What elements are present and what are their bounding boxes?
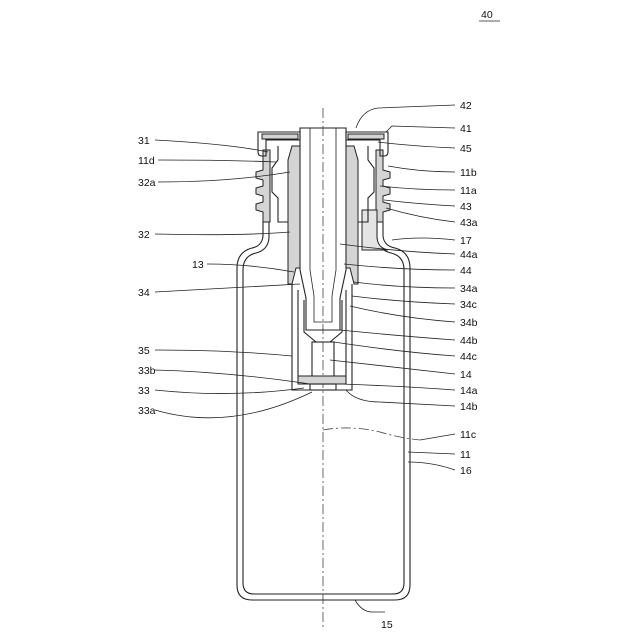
label-11b: 11b (460, 167, 477, 179)
label-43: 43 (460, 201, 472, 213)
label-44: 44 (460, 265, 472, 277)
label-34a: 34a (460, 283, 478, 295)
shoulder-hatch (362, 210, 388, 250)
label-32: 32 (138, 229, 150, 241)
bottle-body (237, 222, 410, 600)
label-13: 13 (192, 259, 204, 271)
label-33a: 33a (138, 405, 156, 417)
label-32a: 32a (138, 177, 156, 189)
label-16: 16 (460, 465, 472, 477)
label-45: 45 (460, 143, 472, 155)
valve-cup (292, 284, 352, 390)
label-11: 11 (460, 449, 471, 461)
label-44a: 44a (460, 249, 478, 261)
label-44b: 44b (460, 335, 478, 347)
label-34b: 34b (460, 317, 478, 329)
labels-left: 31 11d 32a 32 13 34 35 33b 33 33a (138, 135, 204, 417)
bottom-leader-15 (355, 600, 385, 612)
bottle-neck-left (256, 150, 270, 222)
figure-number: 40 (481, 9, 493, 21)
label-14: 14 (460, 369, 472, 381)
label-35: 35 (138, 345, 150, 357)
label-11d: 11d (138, 155, 155, 167)
labels-right: 42 41 45 11b 11a 43 43a 17 44a 44 34a 34… (381, 100, 478, 631)
label-34c: 34c (460, 299, 477, 311)
label-44c: 44c (460, 351, 477, 363)
label-33b: 33b (138, 365, 156, 377)
label-41: 41 (460, 123, 472, 135)
label-14a: 14a (460, 385, 478, 397)
label-17: 17 (460, 235, 472, 247)
label-33: 33 (138, 385, 150, 397)
label-43a: 43a (460, 217, 478, 229)
label-15: 15 (381, 619, 393, 631)
label-11c: 11c (460, 429, 476, 441)
label-31: 31 (138, 135, 150, 147)
label-14b: 14b (460, 401, 478, 413)
flow-line (323, 428, 420, 440)
label-42: 42 (460, 100, 472, 112)
label-11a: 11a (460, 185, 477, 197)
label-34: 34 (138, 287, 150, 299)
